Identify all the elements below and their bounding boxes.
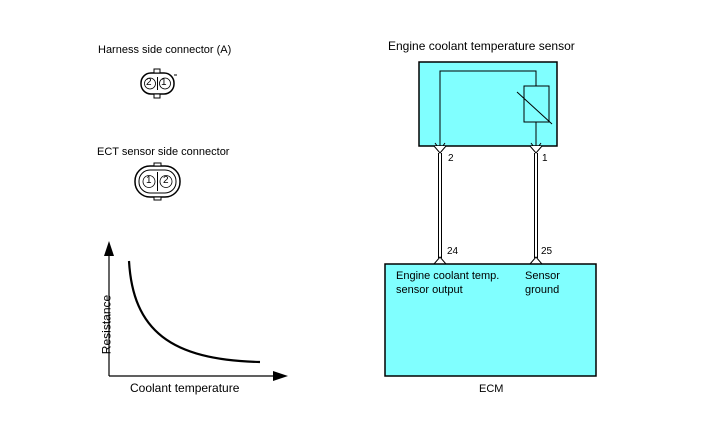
sensor-connector-title: ECT sensor side connector [97, 146, 230, 158]
thermistor-symbol [523, 85, 550, 123]
harness-connector-shape [140, 68, 177, 99]
sensor-conn-pin-2: 2 [163, 175, 169, 186]
harness-pin-2: 2 [146, 77, 152, 88]
ecm-right-func-line1: Sensor [525, 270, 560, 282]
sensor-conn-pin-1: 1 [146, 175, 152, 186]
resistance-curve [127, 260, 261, 364]
x-axis-arrow [273, 371, 288, 381]
ecm-left-func-line2: sensor output [396, 284, 463, 296]
harness-pin-1: 1 [161, 77, 167, 88]
ecm-pin-25: 25 [541, 246, 553, 257]
ecm-pin-24: 24 [447, 246, 459, 257]
ecm-right-func-line2: ground [525, 284, 560, 296]
sensor-box [418, 61, 558, 152]
sensor-connector-shape [134, 162, 181, 201]
sensor-pin-1: 1 [542, 153, 548, 164]
ecm-label: ECM [479, 383, 504, 395]
sensor-title: Engine coolant temperature sensor [388, 39, 575, 53]
graph-ylabel: Resistance [99, 294, 114, 355]
y-axis-arrow [104, 241, 114, 256]
resistance-graph [104, 241, 288, 381]
graph-xlabel: Coolant temperature [130, 381, 240, 395]
wires [432, 145, 544, 265]
sensor-pin-2: 2 [448, 153, 454, 164]
ecm-box [384, 263, 597, 377]
harness-connector-title: Harness side connector (A) [98, 44, 232, 56]
ecm-left-func-line1: Engine coolant temp. [396, 270, 500, 282]
